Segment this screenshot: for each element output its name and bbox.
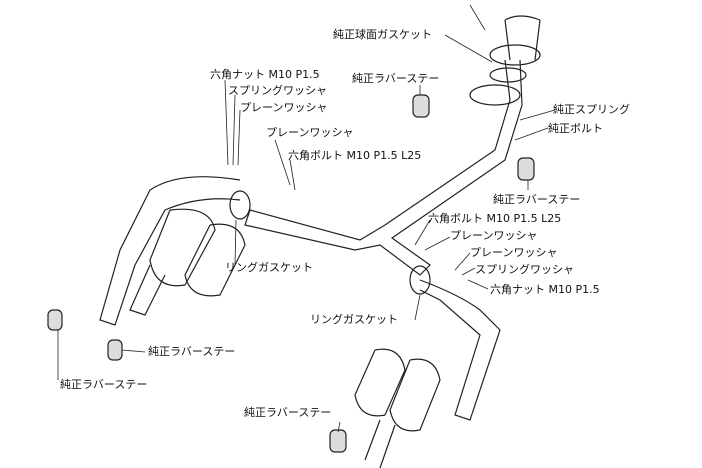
- main-pipe: [244, 15, 541, 276]
- label-plain-washer-right1: プレーンワッシャ: [450, 229, 538, 242]
- rubber-stays: [47, 94, 535, 453]
- right-muffler: [354, 265, 501, 468]
- label-rubber-stay-right: 純正ラバーステー: [493, 193, 581, 206]
- label-rubber-stay-bottom: 純正ラバーステー: [244, 406, 332, 419]
- label-hex-nut-left: 六角ナット M10 P1.5: [210, 68, 320, 81]
- label-spring-washer-left: スプリングワッシャ: [228, 84, 327, 97]
- label-ring-gasket-left: リングガスケット: [225, 261, 313, 274]
- label-hex-nut-right: 六角ナット M10 P1.5: [490, 283, 600, 296]
- label-hex-bolt-left: 六角ボルト M10 P1.5 L25: [288, 149, 422, 162]
- label-spring-washer-right: スプリングワッシャ: [475, 263, 574, 276]
- label-plain-washer-left2: プレーンワッシャ: [266, 126, 354, 139]
- label-ring-gasket-right: リングガスケット: [310, 313, 398, 326]
- label-rubber-stay-bottom-left: 純正ラバーステー: [60, 378, 148, 391]
- label-plain-washer-left1: プレーンワッシャ: [240, 101, 328, 114]
- label-hex-bolt-right: 六角ボルト M10 P1.5 L25: [428, 212, 562, 225]
- left-muffler: [99, 176, 251, 326]
- label-rubber-stay-mid-left: 純正ラバーステー: [148, 345, 236, 358]
- flange-top: [469, 44, 541, 106]
- leader-lines: [57, 4, 556, 433]
- label-plain-washer-right2: プレーンワッシャ: [470, 246, 558, 259]
- label-rubber-stay-top: 純正ラバーステー: [352, 72, 440, 85]
- label-spherical-gasket: 純正球面ガスケット: [333, 28, 432, 41]
- label-genuine-spring: 純正スプリング: [553, 103, 630, 116]
- label-genuine-bolt: 純正ボルト: [548, 122, 603, 135]
